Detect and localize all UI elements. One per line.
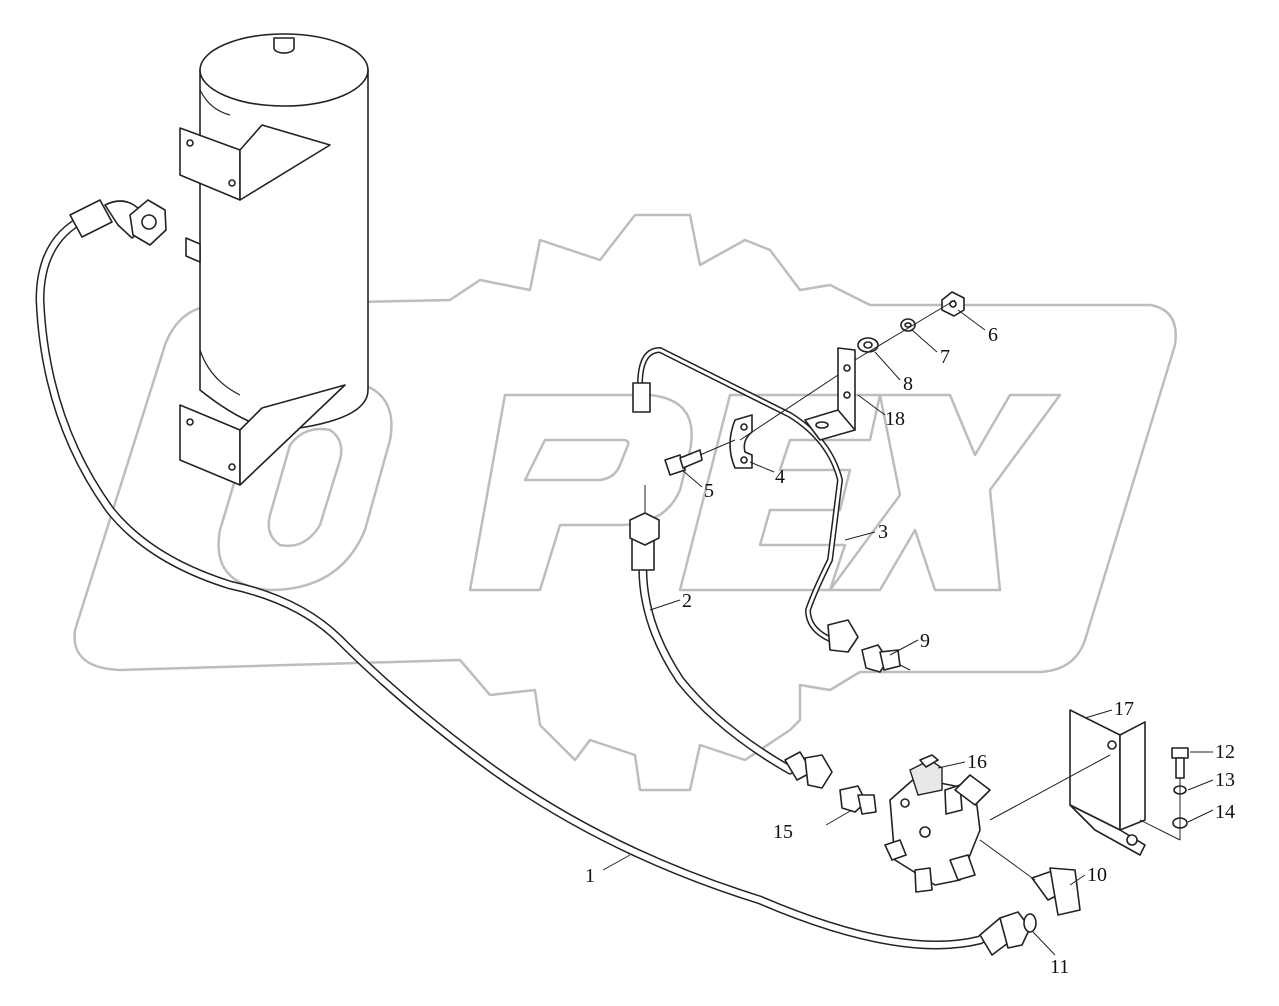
callout-2: 2 — [682, 590, 692, 612]
callout-leaders — [602, 309, 1214, 956]
hose-1-nut-bottom — [999, 911, 1031, 949]
callout-11: 11 — [1050, 956, 1069, 978]
tube-3-nut-top — [632, 382, 651, 413]
callout-6: 6 — [988, 324, 998, 346]
callout-12: 12 — [1215, 741, 1235, 763]
pipe-2-nut — [629, 512, 660, 546]
callout-4: 4 — [775, 466, 785, 488]
valve-16 — [884, 754, 991, 893]
fitting-15 — [839, 785, 877, 815]
tank-side-fitting — [185, 237, 201, 263]
bolt-5 — [664, 439, 736, 476]
callout-labels: 1 2 3 4 5 6 7 8 9 10 11 12 13 14 15 16 1… — [585, 324, 1235, 978]
hose-1 — [35, 199, 1031, 956]
callout-18: 18 — [885, 408, 905, 430]
clamp-4 — [729, 414, 753, 469]
callout-17: 17 — [1114, 698, 1134, 720]
callout-5: 5 — [704, 480, 714, 502]
receiver-tank — [179, 33, 369, 486]
bolt-12 — [1171, 747, 1189, 779]
callout-10: 10 — [1087, 864, 1107, 886]
callout-3: 3 — [878, 521, 888, 543]
bracket-17 — [989, 709, 1181, 856]
callout-9: 9 — [920, 630, 930, 652]
tank-bracket-bottom — [179, 404, 241, 486]
callout-16: 16 — [967, 751, 987, 773]
bracket-18 — [804, 347, 856, 441]
washer-7 — [900, 318, 916, 332]
seal-11 — [1023, 913, 1037, 933]
callout-1: 1 — [585, 865, 595, 887]
callout-13: 13 — [1215, 769, 1235, 791]
callout-7: 7 — [940, 346, 950, 368]
watermark-letter-p — [468, 393, 693, 592]
hose-1-ferrule-top — [69, 199, 113, 238]
washer-8 — [857, 337, 879, 353]
callout-14: 14 — [1215, 801, 1235, 823]
pipe-2-nut-bottom — [804, 754, 833, 789]
fitting-9 — [861, 644, 911, 673]
callout-15: 15 — [773, 821, 793, 843]
tube-3 — [632, 346, 859, 653]
watermark-letter-x — [828, 393, 1062, 592]
pipe-2 — [629, 485, 833, 789]
elbow-10 — [979, 839, 1081, 916]
tube-3-nut-bottom — [827, 619, 859, 653]
callout-8: 8 — [903, 373, 913, 395]
